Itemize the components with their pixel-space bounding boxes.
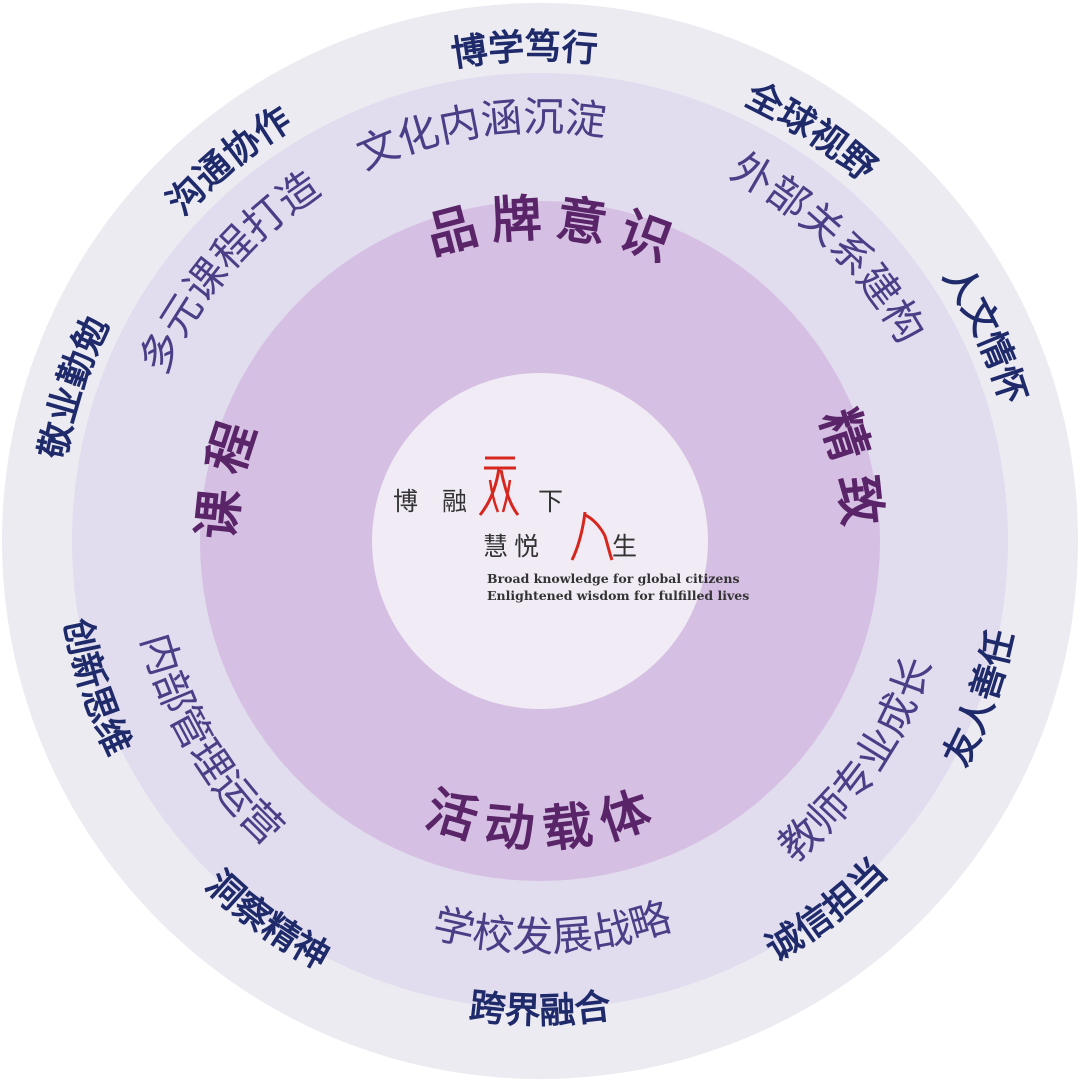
center-disc	[372, 373, 708, 709]
center-logo: 博 融 下 慧悦 生 Broad knowledge for global ci…	[393, 456, 749, 603]
logo-line2-left: 慧悦	[483, 532, 545, 561]
outer-label-6: 跨界融合	[467, 986, 613, 1032]
seal-tian-glyph	[478, 456, 520, 516]
seal-ren-glyph	[570, 511, 614, 561]
logo-english-line1: Broad knowledge for global citizens	[487, 571, 740, 586]
logo-line1-left: 博 融	[393, 487, 475, 516]
logo-line1-right: 下	[538, 487, 563, 516]
logo-line2-right: 生	[612, 532, 637, 561]
logo-english-line2: Enlightened wisdom for fulfilled lives	[487, 588, 749, 603]
